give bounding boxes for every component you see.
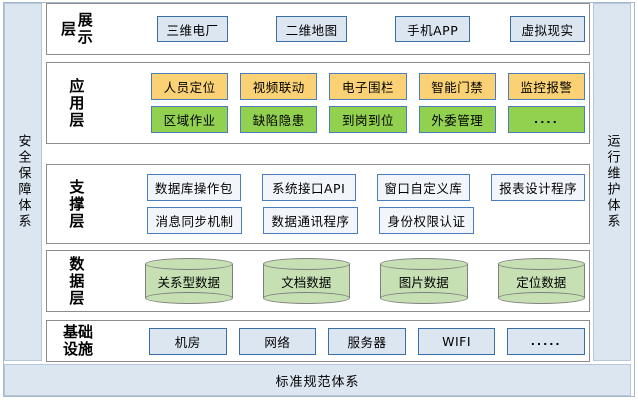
node-window-custom-library[interactable]: 窗口自定义库 <box>376 174 471 201</box>
right-side-band-operations-system: 运行维护体系 <box>593 3 631 361</box>
cylinder-label: 文档数据 <box>281 274 332 290</box>
node-personnel-positioning[interactable]: 人员定位 <box>151 73 229 100</box>
node-application-more[interactable]: .... <box>507 106 586 133</box>
node-infrastructure-more[interactable]: ..... <box>507 327 585 355</box>
cylinder-bottom-ellipse <box>497 292 585 304</box>
node-outsourcing-management[interactable]: 外委管理 <box>418 106 496 133</box>
support-row-1: 数据库操作包 系统接口API 窗口自定义库 报表设计程序 <box>103 174 585 201</box>
layer-presentation-label: 展示层 <box>59 12 94 46</box>
cylinder-top-ellipse <box>262 258 350 270</box>
node-message-sync-mechanism[interactable]: 消息同步机制 <box>147 207 242 234</box>
layer-application: 应用层 人员定位 视频联动 电子围栏 智能门禁 监控报警 区域作业 缺陷隐患 到… <box>46 62 590 144</box>
layer-infrastructure-label-line1: 基础 <box>62 323 93 342</box>
node-2d-map[interactable]: 二维地图 <box>276 16 348 42</box>
data-row: 关系型数据 文档数据 图片数据 定 <box>103 258 585 304</box>
node-database-operation-package[interactable]: 数据库操作包 <box>147 174 241 201</box>
cylinder-image-data[interactable]: 图片数据 <box>380 258 468 304</box>
cylinder-bottom-ellipse <box>380 292 468 304</box>
right-side-band-label: 运行维护体系 <box>604 134 620 230</box>
cylinder-bottom-ellipse <box>262 292 350 304</box>
node-computer-room[interactable]: 机房 <box>149 327 227 355</box>
node-data-communication-program[interactable]: 数据通讯程序 <box>263 207 358 234</box>
node-smart-access-control[interactable]: 智能门禁 <box>418 73 496 100</box>
cylinder-document-data[interactable]: 文档数据 <box>262 258 350 304</box>
cylinder-top-ellipse <box>380 258 468 270</box>
left-side-band-security-system: 安全保障体系 <box>4 3 42 361</box>
layer-data-body: 关系型数据 文档数据 图片数据 定 <box>103 251 585 311</box>
node-network[interactable]: 网络 <box>238 327 317 355</box>
node-identity-authorization[interactable]: 身份权限认证 <box>379 207 474 234</box>
cylinder-relational-data[interactable]: 关系型数据 <box>145 258 233 304</box>
layer-data: 数据层 关系型数据 文档数据 <box>46 250 590 312</box>
layer-infrastructure: 基础 设施 机房 网络 服务器 WIFI ..... <box>46 320 590 362</box>
node-monitoring-alarm[interactable]: 监控报警 <box>507 73 586 100</box>
layer-support: 支撑层 数据库操作包 系统接口API 窗口自定义库 报表设计程序 消息同步机制 … <box>46 164 590 244</box>
bottom-band-label: 标准规范体系 <box>275 374 360 390</box>
cylinder-label: 图片数据 <box>398 274 449 290</box>
node-report-design-program[interactable]: 报表设计程序 <box>491 174 585 201</box>
support-row-2: 消息同步机制 数据通讯程序 身份权限认证 <box>103 207 585 234</box>
infrastructure-row: 机房 网络 服务器 WIFI ..... <box>103 327 585 355</box>
cylinder-label: 定位数据 <box>516 274 567 290</box>
layer-presentation: 展示层 三维电厂 二维地图 手机APP 虚拟现实 <box>46 3 590 55</box>
layer-infrastructure-label-line2: 设施 <box>62 340 93 358</box>
node-on-post-on-duty[interactable]: 到岗到位 <box>329 106 407 133</box>
layer-infrastructure-label: 基础 设施 <box>55 321 101 361</box>
node-wifi[interactable]: WIFI <box>417 327 496 355</box>
cylinder-top-ellipse <box>145 258 233 270</box>
left-side-band-label: 安全保障体系 <box>15 134 31 230</box>
node-defect-hazard[interactable]: 缺陷隐患 <box>240 106 318 133</box>
layer-support-label: 支撑层 <box>67 178 86 230</box>
layer-support-body: 数据库操作包 系统接口API 窗口自定义库 报表设计程序 消息同步机制 数据通讯… <box>103 165 585 243</box>
node-3d-plant[interactable]: 三维电厂 <box>157 16 229 42</box>
presentation-row: 三维电厂 二维地图 手机APP 虚拟现实 <box>103 16 585 42</box>
application-row-2: 区域作业 缺陷隐患 到岗到位 外委管理 .... <box>103 106 586 133</box>
node-virtual-reality[interactable]: 虚拟现实 <box>510 16 585 42</box>
cylinder-positioning-data[interactable]: 定位数据 <box>497 258 585 304</box>
cylinder-bottom-ellipse <box>145 292 233 304</box>
layer-infrastructure-body: 机房 网络 服务器 WIFI ..... <box>103 321 585 361</box>
node-system-interface-api[interactable]: 系统接口API <box>261 174 356 201</box>
layer-data-label: 数据层 <box>67 255 86 307</box>
layer-application-label: 应用层 <box>67 77 86 129</box>
layer-presentation-body: 三维电厂 二维地图 手机APP 虚拟现实 <box>103 4 585 54</box>
node-server[interactable]: 服务器 <box>328 327 406 355</box>
node-video-linkage[interactable]: 视频联动 <box>240 73 318 100</box>
node-mobile-app[interactable]: 手机APP <box>395 16 471 42</box>
cylinder-top-ellipse <box>497 258 585 270</box>
layer-application-body: 人员定位 视频联动 电子围栏 智能门禁 监控报警 区域作业 缺陷隐患 到岗到位 … <box>103 63 586 143</box>
bottom-band-standards-system: 标准规范体系 <box>4 364 631 396</box>
node-electronic-fence[interactable]: 电子围栏 <box>329 73 407 100</box>
application-row-1: 人员定位 视频联动 电子围栏 智能门禁 监控报警 <box>103 73 586 100</box>
cylinder-label: 关系型数据 <box>157 274 220 290</box>
node-area-operations[interactable]: 区域作业 <box>151 106 229 133</box>
